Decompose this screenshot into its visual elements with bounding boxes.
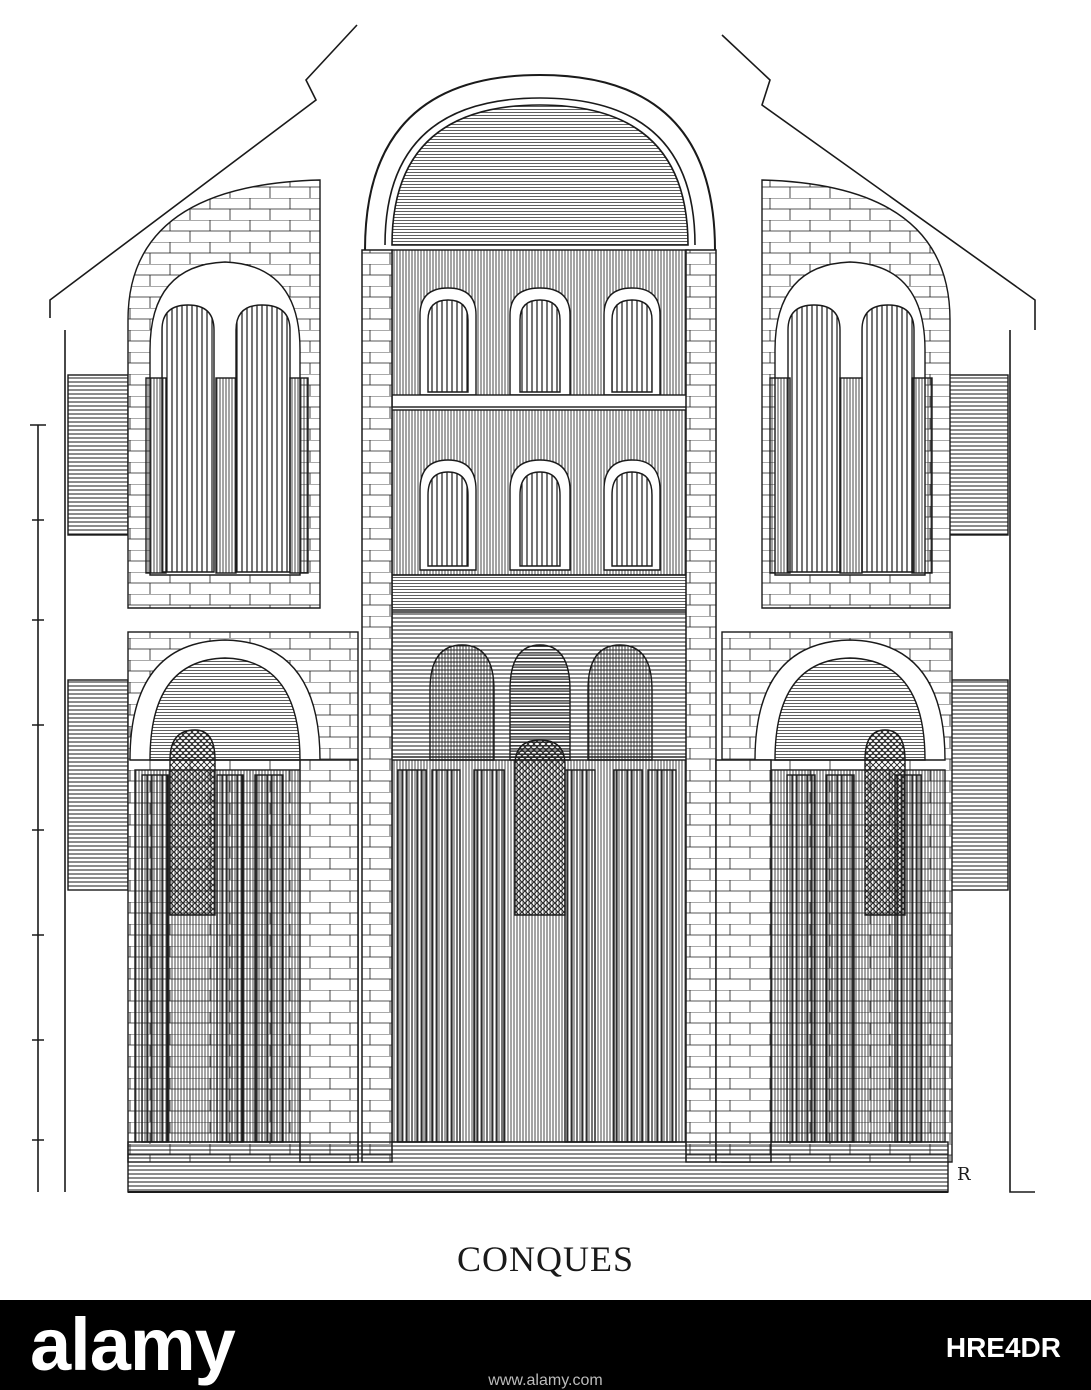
watermark-url: www.alamy.com [488,1372,603,1389]
crossing-piers [299,249,772,1163]
floor-steps [127,1141,949,1193]
upper-left-tribune [127,179,321,609]
artist-signature: R [957,1164,971,1185]
watermark-band [0,1300,1091,1390]
nave-columns [397,769,677,1143]
right-side-wing [947,374,1009,891]
nave-middle-arcade [391,409,689,611]
drawing-caption: CONQUES [456,1239,634,1279]
right-roof-line [721,34,1036,330]
upper-right-tribune [761,179,951,609]
scale-bar [30,424,46,1192]
left-side-wing [67,374,129,891]
nave-upper-arcade [391,249,689,408]
cathedral-section-drawing: R [30,24,1036,1193]
right-outer-wall [1009,330,1035,1193]
left-roof-line [49,24,358,318]
watermark-logo: alamy [30,1303,236,1386]
watermark-image-id: HRE4DR [945,1332,1061,1363]
nave-vault [364,73,716,251]
